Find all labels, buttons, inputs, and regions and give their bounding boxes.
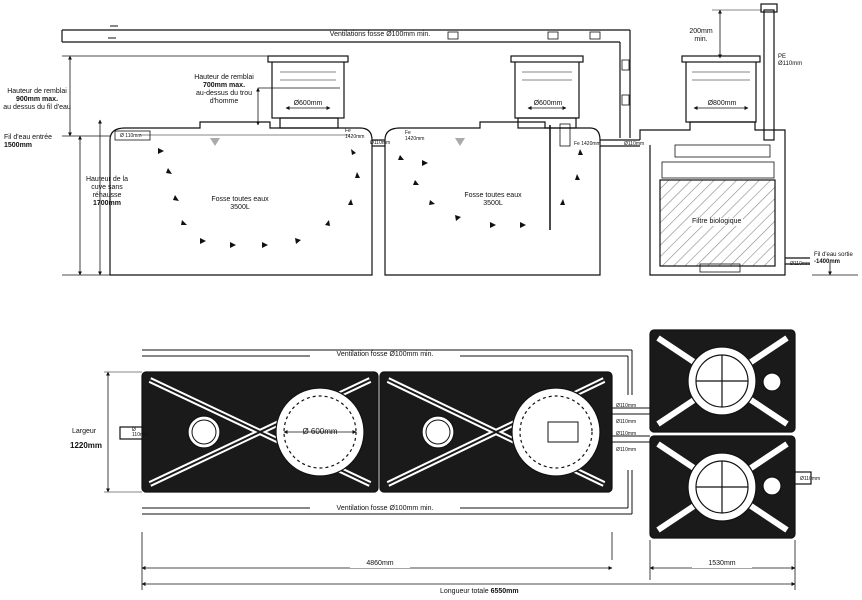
plan-pipes bbox=[612, 407, 650, 443]
dim-tanks: 4860mm bbox=[350, 560, 410, 568]
plan-outlet: Ø110mm bbox=[800, 476, 821, 482]
plan-pipe-c: Ø110mm bbox=[616, 431, 637, 437]
ventilation-pipe-top bbox=[61, 25, 631, 138]
tank-1-plan bbox=[141, 371, 379, 493]
fil-eau-sortie-label: Fil d'eau sortie -1400mm bbox=[814, 252, 853, 265]
plan-diam-600: Ø 600mm bbox=[302, 427, 338, 436]
largeur-label: Largeur bbox=[72, 428, 97, 435]
pipe-to-filter: Ø110mm bbox=[624, 141, 645, 147]
plan-view bbox=[104, 329, 812, 590]
flow-arrows bbox=[158, 148, 583, 248]
inlet-pipe-label: Ø 110mm bbox=[120, 133, 142, 139]
diam-600-mid: Ø600mm bbox=[533, 100, 563, 107]
filter-plan bbox=[649, 329, 812, 539]
plan-dimensions bbox=[141, 532, 796, 590]
filter-label: Filtre biologique bbox=[690, 218, 744, 226]
diam-800: Ø800mm bbox=[707, 100, 737, 107]
dim-filter: 1530mm bbox=[692, 560, 752, 568]
largeur-value: 1220mm bbox=[70, 441, 103, 450]
ventilation-label-top: Ventilations fosse Ø100mm min. bbox=[329, 31, 431, 38]
longueur-totale: Longueur totale 6550mm bbox=[440, 588, 519, 595]
remblai-left-label: Hauteur de remblai 900mm max. au dessus … bbox=[3, 88, 71, 111]
tank-2-plan bbox=[379, 371, 613, 493]
pipe-tank1-tank2 bbox=[372, 139, 385, 147]
tank-2-section bbox=[384, 55, 640, 276]
tank-1-section bbox=[109, 55, 373, 276]
plan-pipe-a: Ø110mm bbox=[616, 403, 637, 409]
hauteur-cuve-label: Hauteur de la cuve sans réhausse 1700mm bbox=[85, 176, 129, 207]
outlet-pipe-label: Ø110mm bbox=[790, 261, 811, 267]
plan-pipe-b: Ø110mm bbox=[616, 419, 637, 425]
plan-ventilation-top: Ventilation fosse Ø100mm min. bbox=[310, 351, 460, 359]
fe-right: Fe 1420mm bbox=[574, 141, 601, 147]
pipe-left-mid: Ø110mm bbox=[370, 140, 391, 146]
fil-eau-entree-label: Fil d'eau entrée 1500mm bbox=[4, 134, 53, 149]
side-view bbox=[61, 3, 858, 276]
remblai-mid-label: Hauteur de remblai 700mm max. au-dessus … bbox=[194, 74, 254, 105]
diam-600-left: Ø600mm bbox=[293, 100, 323, 107]
plan-pipe-d: Ø110mm bbox=[616, 447, 637, 453]
filter-section bbox=[639, 3, 858, 276]
plan-ventilation-bottom: Ventilation fosse Ø100mm min. bbox=[310, 505, 460, 513]
